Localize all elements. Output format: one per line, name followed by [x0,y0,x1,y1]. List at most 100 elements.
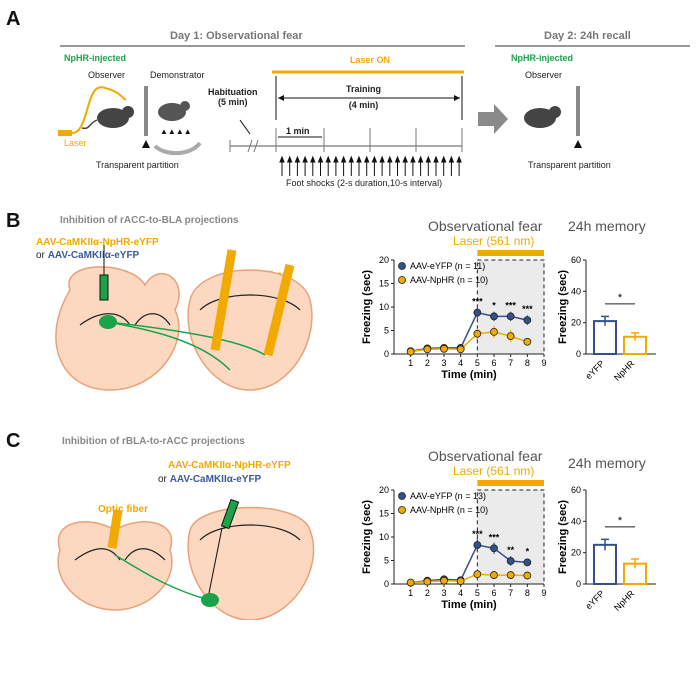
significance-mark: ** [507,545,515,555]
y-tick-label: 20 [571,548,581,558]
laser-bar [477,480,544,486]
legend-marker [398,492,406,500]
bar [593,320,617,355]
foot-shock-arrowhead [425,155,432,163]
foot-shock-arrowhead [402,155,408,163]
data-point [490,544,498,553]
panel-a-diagram: ▲▲▲▲ [58,45,690,176]
panel-b-virus-nphr: AAV-CaMKIIα-NpHR-eYFP [36,237,159,248]
panel-b-bar-title: 24h memory [568,218,646,234]
demonstrator-mouse-icon: ▲▲▲▲ [158,101,192,136]
data-point [506,571,515,579]
legend-marker [398,506,406,514]
panel-c-or: or [158,474,167,485]
panel-c-optic-fiber-label: Optic fiber [98,504,149,515]
data-point [523,337,532,346]
y-tick-label: 10 [379,302,389,312]
y-tick-label: 20 [379,485,389,495]
optic-fiber-right [263,263,295,357]
x-tick-label: 9 [541,588,546,598]
foot-shock-arrowhead [310,155,316,163]
foot-shock-arrowhead [417,155,424,163]
brain-section-c2 [187,506,315,620]
observer-mouse-icon [81,106,134,130]
foot-shock-arrowhead [448,155,455,163]
y-tick-label: 0 [384,349,389,359]
foot-shock-arrowhead [294,155,301,163]
significance-mark: *** [522,304,533,314]
x-tick-label: 6 [491,588,496,598]
y-tick-label: 0 [576,349,581,359]
syringe-icon-c [220,498,240,530]
panel-b-line-title: Observational fear [428,218,543,234]
y-axis-label: Freezing (sec) [361,500,373,574]
laser-box [58,130,72,136]
data-point [440,344,448,353]
y-tick-label: 0 [576,579,581,589]
significance-mark: *** [472,297,483,307]
foot-shock-arrowhead [340,155,347,163]
foot-shock-arrowhead [387,155,393,163]
transition-arrow-icon [478,104,508,134]
partition-1 [144,86,148,136]
nphr-injected-label-2: NpHR-injected [511,53,574,63]
foot-shock-arrowhead [363,155,370,163]
legend-marker [398,262,406,270]
y-tick-label: 60 [571,485,581,495]
panel-b-title: Inhibition of rACC-to-BLA projections [60,215,239,226]
y-tick-label: 5 [384,556,389,566]
x-axis-label: Time (min) [441,369,497,381]
foot-shocks-label: Foot shocks (2-s duration,10-s interval) [286,178,443,188]
data-point [490,571,498,579]
data-point [406,578,415,587]
foot-shock-arrowhead [302,155,308,163]
x-tick-label: 6 [491,358,496,368]
day2-title: Day 2: 24h recall [544,30,631,42]
panel-label-a: A [6,8,21,30]
y-tick-label: 20 [379,255,389,265]
svg-text:▲▲▲▲: ▲▲▲▲ [160,127,192,136]
x-tick-label: 3 [441,588,446,598]
foot-shock-arrowhead [333,155,339,163]
significance-mark: * [618,292,623,304]
y-tick-label: 0 [384,579,389,589]
y-axis-label: Freezing (sec) [557,270,569,344]
panel-b-or: or [36,250,45,261]
y-tick-label: 15 [379,509,389,519]
data-point [523,558,532,567]
data-point [456,345,465,354]
brain-section-c1 [57,521,173,611]
optic-fiber-left [210,249,237,351]
legend-label: AAV-eYFP (n = 13) [410,491,486,501]
panel-b-virus-line: or AAV-CaMKIIα-eYFP [36,250,139,261]
training-block: Training (4 min) [346,84,381,110]
foot-shock-arrowhead [379,155,385,163]
significance-mark: * [526,546,530,556]
foot-shock-arrowhead [371,155,378,163]
foot-shock-arrows [279,155,462,176]
legend-marker [398,276,406,284]
data-point [506,312,515,321]
significance-mark: * [618,515,623,527]
legend-label: AAV-NpHR (n = 10) [410,505,488,515]
legend-label: AAV-NpHR (n = 10) [410,275,488,285]
data-point [523,316,532,325]
panel-c-bar-title: 24h memory [568,455,646,471]
data-point [473,541,482,549]
brain-section-1 [55,266,180,391]
data-point [473,329,482,338]
y-tick-label: 15 [379,279,389,289]
x-tick-label: 5 [475,588,480,598]
foot-shock-arrowhead [440,155,447,163]
significance-mark: *** [489,532,500,542]
x-tick-label: 1 [408,358,413,368]
data-point [506,332,515,341]
data-point [423,577,432,586]
y-axis-label: Freezing (sec) [361,270,373,344]
x-axis-label: Time (min) [441,599,497,611]
bar-category-label: NpHR [612,358,637,383]
panel-c-line-title: Observational fear [428,448,543,464]
y-tick-label: 20 [571,318,581,328]
